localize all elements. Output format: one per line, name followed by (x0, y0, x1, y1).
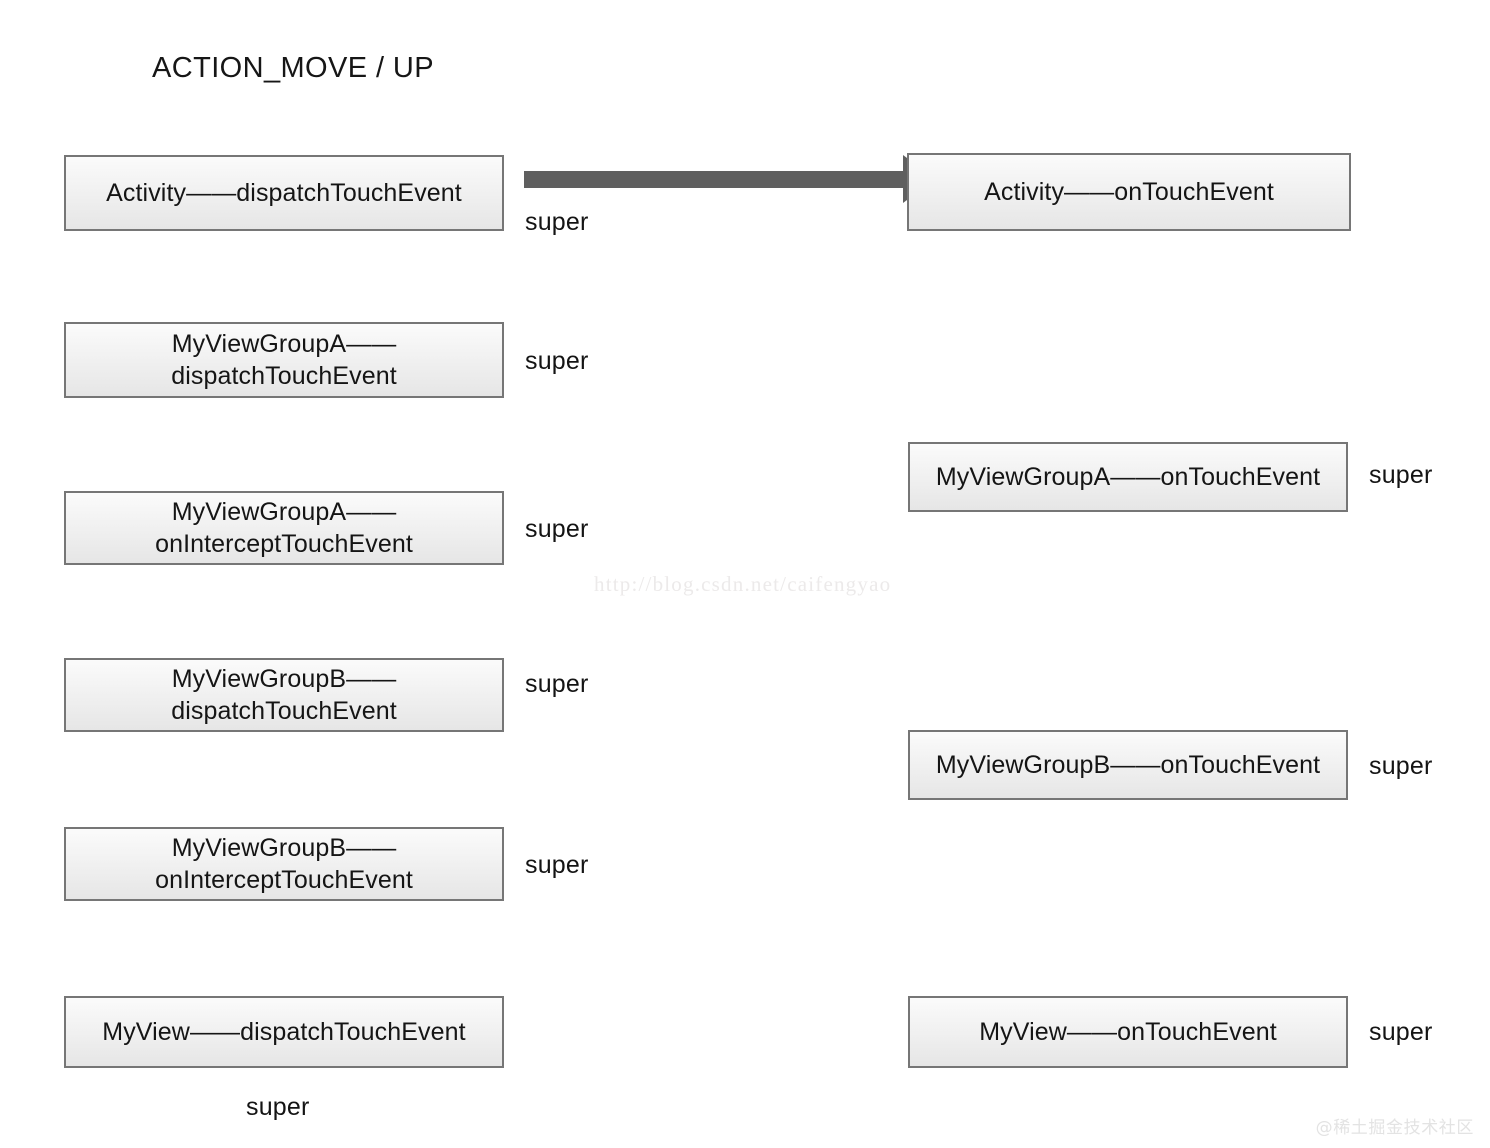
watermark-brand: @稀土掘金技术社区 (1315, 1118, 1474, 1138)
node-myviewgroupa-dispatch-touch-event: MyViewGroupA—— dispatchTouchEvent (64, 322, 504, 398)
node-myviewgroupa-on-touch-event: MyViewGroupA——onTouchEvent (908, 442, 1348, 512)
node-myviewgroupa-on-intercept-touch-event: MyViewGroupA—— onInterceptTouchEvent (64, 491, 504, 565)
node-label: MyViewGroupA——onTouchEvent (935, 463, 1321, 491)
super-label-myviewgroupb-dispatch: super (525, 670, 589, 698)
super-label-myviewgroupa-intercept: super (525, 515, 589, 543)
page-title: ACTION_MOVE / UP (152, 52, 434, 84)
node-label: MyView——dispatchTouchEvent (102, 1018, 466, 1046)
node-label-line2: onInterceptTouchEvent (155, 530, 413, 558)
super-label-myviewgroupb-intercept: super (525, 851, 589, 879)
super-label-myviewgroupb-ontouch: super (1369, 752, 1433, 780)
node-label-line1: MyViewGroupB—— (171, 665, 397, 693)
super-label-myview-ontouch: super (1369, 1018, 1433, 1046)
super-label-myviewgroupa-dispatch: super (525, 347, 589, 375)
node-label-line2: dispatchTouchEvent (171, 697, 397, 725)
node-activity-dispatch-touch-event: Activity——dispatchTouchEvent (64, 155, 504, 231)
node-label: Activity——dispatchTouchEvent (106, 179, 462, 207)
node-myviewgroupb-on-intercept-touch-event: MyViewGroupB—— onInterceptTouchEvent (64, 827, 504, 901)
node-myview-dispatch-touch-event: MyView——dispatchTouchEvent (64, 996, 504, 1068)
node-label-line1: MyViewGroupB—— (171, 834, 397, 862)
watermark-url: http://blog.csdn.net/caifengyao (594, 572, 892, 596)
node-label: MyViewGroupA—— dispatchTouchEvent (74, 328, 494, 392)
node-label-line1: MyViewGroupA—— (171, 330, 397, 358)
node-label-line1: MyViewGroupA—— (171, 498, 397, 526)
node-label: MyViewGroupB—— onInterceptTouchEvent (74, 832, 494, 896)
node-label: MyViewGroupB—— dispatchTouchEvent (74, 663, 494, 727)
node-label: MyView——onTouchEvent (979, 1018, 1277, 1046)
node-label: MyViewGroupB——onTouchEvent (935, 751, 1321, 779)
super-label-myview-dispatch: super (246, 1093, 310, 1121)
node-label-line2: onInterceptTouchEvent (155, 866, 413, 894)
node-activity-on-touch-event: Activity——onTouchEvent (907, 153, 1351, 231)
node-label-line2: dispatchTouchEvent (171, 362, 397, 390)
node-label: MyViewGroupA—— onInterceptTouchEvent (74, 496, 494, 560)
super-label-activity-dispatch: super (525, 208, 589, 236)
super-label-myviewgroupa-ontouch: super (1369, 461, 1433, 489)
flow-arrow-shaft (524, 171, 906, 188)
node-label: Activity——onTouchEvent (984, 178, 1274, 206)
node-myviewgroupb-on-touch-event: MyViewGroupB——onTouchEvent (908, 730, 1348, 800)
node-myviewgroupb-dispatch-touch-event: MyViewGroupB—— dispatchTouchEvent (64, 658, 504, 732)
node-myview-on-touch-event: MyView——onTouchEvent (908, 996, 1348, 1068)
